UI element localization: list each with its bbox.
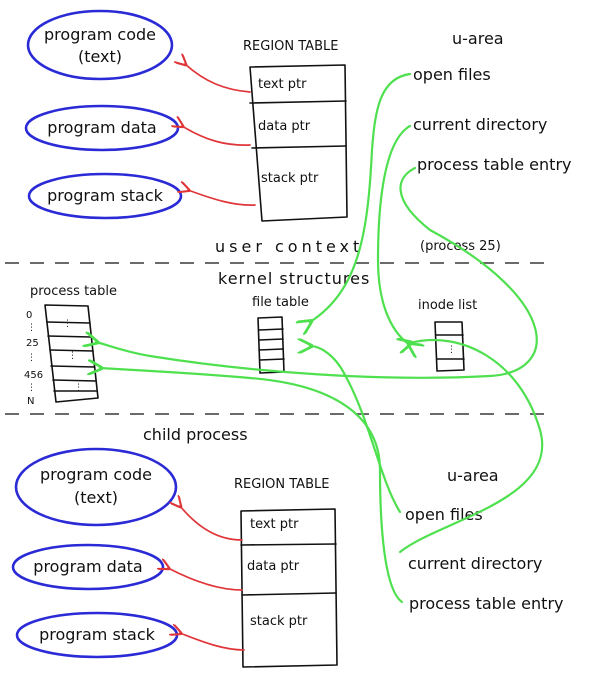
file-table: file table — [252, 295, 309, 374]
process-index-456: 456 — [24, 370, 43, 381]
arrow-data-ptr — [182, 126, 251, 146]
link-child-process-entry-to-slot-456 — [100, 368, 404, 604]
child-u-area-open-files: open files — [405, 505, 483, 524]
u-area-process-table-entry: process table entry — [417, 155, 571, 174]
svg-text:⋮: ⋮ — [63, 319, 72, 329]
child-oval-program-code — [14, 447, 178, 527]
child-arrow-stack-ptr — [180, 633, 245, 651]
oval-program-code-label: program code — [44, 25, 156, 44]
child-oval-program-data-label: program data — [33, 557, 142, 576]
child-region-table: REGION TABLE text ptr data ptr stack ptr — [234, 477, 338, 668]
svg-text:⋮: ⋮ — [27, 323, 36, 333]
link-process-entry-to-slot-25 — [96, 166, 538, 379]
child-oval-program-code-label: program code — [40, 465, 152, 484]
process-index-n: N — [27, 396, 34, 407]
child-region-row-data-ptr: data ptr — [247, 559, 300, 574]
region-row-stack-ptr: stack ptr — [261, 171, 319, 186]
oval-program-code — [26, 9, 174, 81]
child-oval-program-code-sublabel: (text) — [74, 488, 118, 507]
parent-ovals: program code (text) program data program… — [24, 9, 183, 220]
green-links — [96, 72, 544, 604]
link-current-directory-to-inode — [376, 124, 410, 345]
file-table-box — [257, 316, 285, 374]
region-row-text-ptr: text ptr — [258, 77, 307, 92]
arrow-text-ptr — [185, 64, 251, 93]
child-arrow-text-ptr — [180, 506, 243, 541]
child-u-area-process-table-entry: process table entry — [409, 594, 563, 613]
child-region-row-text-ptr: text ptr — [250, 517, 299, 532]
svg-text:⋮: ⋮ — [447, 345, 456, 355]
svg-text:⋮: ⋮ — [74, 383, 83, 393]
child-arrow-data-ptr — [168, 568, 243, 591]
parent-red-arrows — [182, 64, 256, 206]
file-table-title: file table — [252, 295, 309, 310]
region-row-data-ptr: data ptr — [258, 119, 311, 134]
user-context-label: user context — [215, 237, 363, 256]
child-oval-program-stack-label: program stack — [39, 625, 156, 644]
inode-list-title: inode list — [418, 298, 477, 313]
svg-text:⋮: ⋮ — [27, 383, 36, 393]
oval-program-stack-label: program stack — [47, 186, 164, 205]
oval-program-stack — [27, 172, 183, 220]
region-table-box — [249, 64, 348, 222]
child-region-table-title: REGION TABLE — [234, 477, 329, 492]
child-process-label: child process — [143, 425, 248, 444]
child-u-area-title: u-area — [447, 466, 499, 485]
child-ovals: program code (text) program data program… — [11, 447, 179, 659]
parent-region-table: REGION TABLE text ptr data ptr stack ptr — [243, 39, 348, 222]
child-red-arrows — [168, 506, 245, 651]
link-open-files-to-file-table — [310, 72, 412, 322]
u-area-current-directory: current directory — [413, 115, 547, 134]
child-region-table-box — [240, 508, 338, 668]
process-table: process table ⋮ ⋮ ⋮ 0 ⋮ 25 ⋮ 456 ⋮ N — [24, 284, 117, 407]
process-index-25: 25 — [26, 338, 39, 349]
link-child-current-directory-to-inode — [400, 340, 544, 554]
user-context-note: (process 25) — [420, 239, 501, 254]
oval-program-data-label: program data — [47, 118, 156, 137]
link-child-open-files-to-file-table — [310, 346, 402, 514]
process-index-0: 0 — [26, 310, 32, 321]
inode-list-box — [434, 321, 465, 372]
child-u-area-current-directory: current directory — [408, 554, 542, 573]
region-table-title: REGION TABLE — [243, 39, 338, 54]
arrow-stack-ptr — [188, 190, 256, 206]
inode-list: inode list ⋮ — [418, 298, 477, 372]
child-u-area: u-area open files current directory proc… — [405, 466, 563, 613]
process-table-box — [44, 304, 99, 403]
u-area-title: u-area — [452, 29, 504, 48]
process-table-title: process table — [30, 284, 117, 299]
child-region-row-stack-ptr: stack ptr — [250, 614, 308, 629]
svg-text:⋮: ⋮ — [27, 353, 36, 363]
u-area-open-files: open files — [413, 65, 491, 84]
oval-program-code-sublabel: (text) — [78, 47, 122, 66]
svg-text:⋮: ⋮ — [68, 351, 77, 361]
kernel-structures-label: kernel structures — [218, 269, 370, 288]
parent-u-area: u-area open files current directory proc… — [413, 29, 571, 174]
